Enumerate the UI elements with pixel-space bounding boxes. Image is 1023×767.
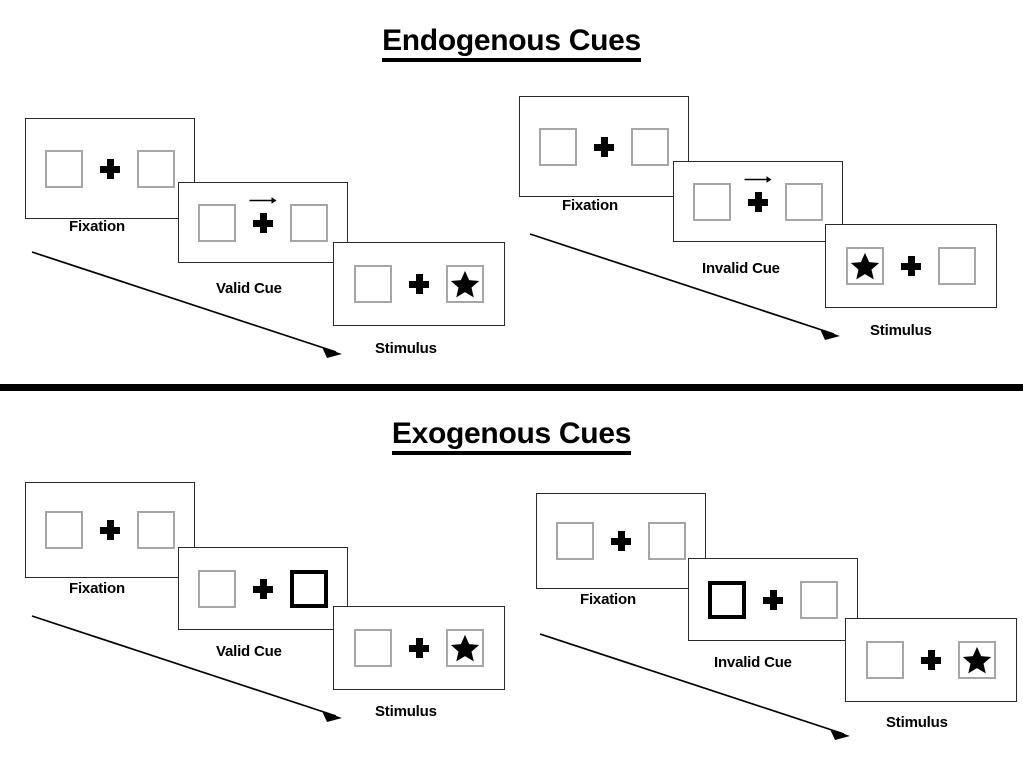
frame-caption: Valid Cue [216, 280, 282, 297]
cue-box-left [708, 580, 746, 619]
frame-caption: Invalid Cue [702, 260, 780, 277]
frame-content [45, 149, 175, 188]
time-arrow-icon [529, 233, 840, 340]
plus-cross-icon [409, 274, 429, 294]
frame-caption: Fixation [69, 580, 125, 597]
placeholder-box-left [198, 203, 236, 242]
frame-caption: Valid Cue [216, 643, 282, 660]
frame-caption: Fixation [580, 591, 636, 608]
plus-cross-icon [901, 256, 921, 276]
frame-content [198, 569, 328, 608]
center-slot [83, 158, 137, 179]
frame-content [45, 511, 175, 549]
placeholder-box-right [137, 511, 175, 549]
center-slot [904, 650, 958, 670]
center-slot [746, 589, 800, 610]
plus-cross-icon [594, 136, 614, 157]
placeholder-box-left [354, 629, 392, 667]
frame-content [556, 522, 686, 560]
plus-cross-icon [763, 589, 783, 610]
section-title-exogenous: Exogenous Cues [0, 417, 1023, 455]
placeholder-box-left [693, 182, 731, 221]
center-slot [594, 531, 648, 551]
star-icon [962, 646, 992, 674]
trial-frame-cue [178, 182, 348, 263]
frame-caption: Stimulus [375, 703, 437, 720]
placeholder-box-right [290, 203, 328, 242]
placeholder-box-left [354, 265, 392, 303]
star-icon [850, 252, 880, 280]
frame-content [354, 629, 484, 667]
frame-caption: Fixation [69, 218, 125, 235]
center-slot [392, 638, 446, 658]
star-icon [450, 270, 480, 298]
placeholder-box-left [866, 641, 904, 679]
center-slot [731, 175, 785, 212]
center-slot [392, 274, 446, 294]
frame-content [354, 265, 484, 303]
frame-caption: Stimulus [886, 714, 948, 731]
trial-frame-stimulus [825, 224, 997, 308]
center-slot [577, 136, 631, 157]
time-arrow-icon [31, 251, 342, 358]
time-arrow-icon [539, 633, 850, 740]
target-box-right [446, 265, 484, 303]
frame-caption: Stimulus [375, 340, 437, 357]
frame-content [866, 641, 996, 679]
center-slot [83, 520, 137, 540]
plus-cross-icon [100, 158, 120, 179]
section-title-endogenous: Endogenous Cues [0, 24, 1023, 62]
placeholder-box-right [785, 182, 823, 221]
section-title-exogenous-text: Exogenous Cues [391, 417, 631, 455]
trial-frame-cue [178, 547, 348, 630]
trial-frame-fixation [25, 482, 195, 578]
trial-frame-fixation [25, 118, 195, 219]
section-divider [0, 384, 1023, 391]
placeholder-box-right [800, 580, 838, 619]
plus-cross-icon [748, 191, 768, 212]
placeholder-box-left [198, 569, 236, 608]
placeholder-box-right [938, 247, 976, 285]
plus-cross-icon [409, 638, 429, 658]
target-box-right [446, 629, 484, 667]
placeholder-box-right [137, 149, 175, 188]
frame-caption: Invalid Cue [714, 654, 792, 671]
plus-cross-icon [611, 531, 631, 551]
plus-cross-icon [921, 650, 941, 670]
trial-frame-stimulus [333, 606, 505, 690]
trial-frame-stimulus [845, 618, 1017, 702]
frame-caption: Fixation [562, 197, 618, 214]
frame-caption: Stimulus [870, 322, 932, 339]
placeholder-box-left [45, 149, 83, 188]
placeholder-box-left [539, 127, 577, 166]
placeholder-box-right [631, 127, 669, 166]
trial-frame-fixation [519, 96, 689, 197]
section-title-endogenous-text: Endogenous Cues [382, 24, 641, 62]
frame-content [846, 247, 976, 285]
trial-frame-cue [673, 161, 843, 242]
arrow-right-icon [249, 196, 277, 204]
target-box-left [846, 247, 884, 285]
center-slot [236, 578, 290, 599]
plus-cross-icon [100, 520, 120, 540]
trial-frame-stimulus [333, 242, 505, 326]
trial-frame-fixation [536, 493, 706, 589]
trial-frame-cue [688, 558, 858, 641]
center-slot [884, 256, 938, 276]
arrow-right-icon [744, 175, 772, 183]
frame-content [198, 196, 328, 242]
frame-content [693, 175, 823, 221]
placeholder-box-left [45, 511, 83, 549]
plus-cross-icon [253, 578, 273, 599]
frame-content [539, 127, 669, 166]
placeholder-box-left [556, 522, 594, 560]
frame-content [708, 580, 838, 619]
cue-box-right [290, 569, 328, 608]
plus-cross-icon [253, 212, 273, 233]
target-box-right [958, 641, 996, 679]
center-slot [236, 196, 290, 233]
time-arrow-icon [31, 615, 342, 722]
star-icon [450, 634, 480, 662]
placeholder-box-right [648, 522, 686, 560]
